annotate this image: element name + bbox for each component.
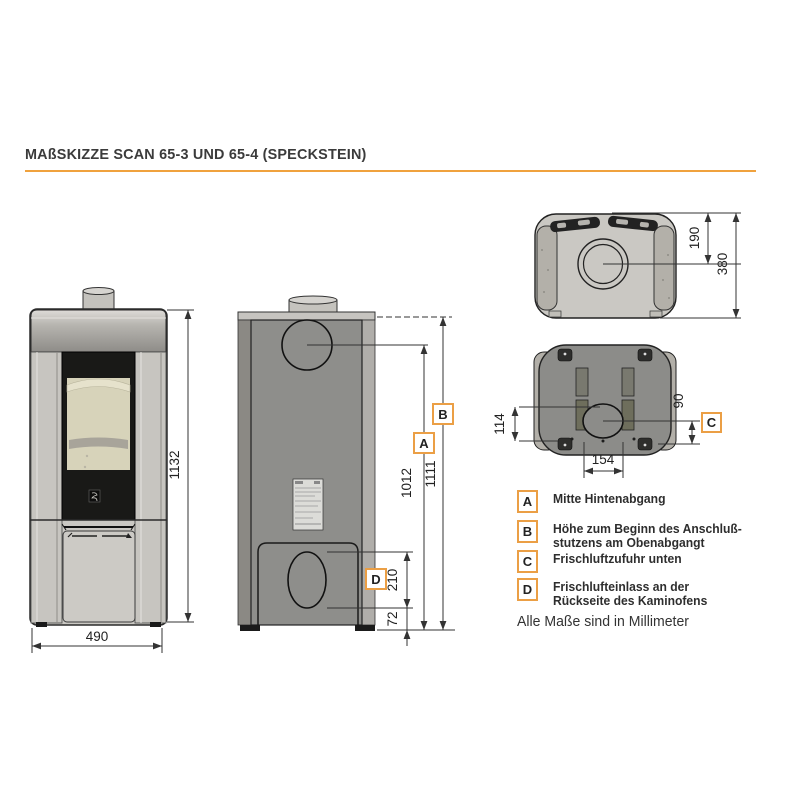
front-view: [29, 287, 168, 627]
marker-d-letter: D: [371, 572, 380, 587]
top-right-tab: [649, 310, 663, 318]
bottom-inlet-width-label: 154: [592, 452, 615, 467]
front-chimney-top: [82, 287, 115, 295]
bottom-base-plate: [538, 344, 672, 456]
units-note: Alle Maße sind in Millimeter: [517, 614, 689, 630]
legend-row-b: B Höhe zum Beginn des Anschluß- stutzens…: [517, 520, 748, 550]
legend-label-d-line1: Frischlufteinlass an der: [553, 580, 690, 594]
top-flue-offset-label: 190: [687, 227, 702, 250]
legend-key-c: C: [517, 550, 538, 573]
marker-d: D: [365, 568, 387, 590]
top-right-pillar: [653, 225, 675, 311]
front-left-handle: [67, 532, 73, 538]
bottom-dimensions: 114 90 154: [492, 393, 700, 478]
rear-a-dimension-label: 1012: [399, 468, 414, 498]
front-top-cap: [30, 309, 167, 353]
rear-left-pillar: [237, 319, 252, 626]
legend-label-b-line2: stutzens am Obenabgangt: [553, 535, 705, 550]
rear-dimensions: 1012 1111 210 72: [307, 316, 455, 646]
top-body: [534, 213, 677, 319]
marker-a-letter: A: [419, 436, 429, 451]
front-height-dimension: 1132: [167, 309, 194, 623]
page-title: MAßSKIZZE SCAN 65-3 UND 65-4 (SPECKSTEIN…: [25, 146, 367, 163]
legend-row-d: D Frischlufteinlass an der Rückseite des…: [517, 578, 712, 608]
top-left-pillar: [536, 225, 558, 311]
front-baffle: [66, 378, 131, 393]
bottom-left-offset-label: 114: [492, 413, 507, 435]
front-firebox-interior: [67, 378, 130, 470]
front-width-dimension: 490: [31, 628, 163, 653]
bottom-corner-brackets: [557, 348, 653, 451]
front-right-foot: [150, 622, 161, 627]
front-width-label: 490: [86, 629, 109, 644]
top-right-vent-slot: [608, 215, 658, 232]
front-height-label: 1132: [167, 450, 182, 479]
rear-d-dimension-label: 210: [385, 569, 400, 592]
marker-b: B: [432, 403, 454, 425]
rear-view: [237, 295, 376, 631]
legend-row-c: C Frischluftzufuhr unten: [517, 550, 686, 573]
legend-label-c: Frischluftzufuhr unten: [553, 552, 682, 566]
bottom-view: [533, 344, 677, 456]
marker-a: A: [413, 432, 435, 454]
front-left-foot: [36, 622, 47, 627]
rear-right-foot: [355, 625, 375, 631]
top-dimensions: 190 380: [603, 212, 741, 319]
front-bottom-door: [62, 530, 136, 623]
legend-row-a: A Mitte Hintenabgang: [517, 490, 669, 513]
legend-label-b-line1: Höhe zum Beginn des Anschluß-: [553, 522, 742, 536]
rear-left-foot: [240, 625, 260, 631]
top-left-tab: [548, 310, 562, 318]
bottom-inlet-offset-label: 90: [671, 393, 686, 408]
rear-rating-sticker: [292, 478, 324, 531]
marker-b-letter: B: [438, 407, 447, 422]
marker-c: C: [701, 412, 722, 433]
rear-bottom-offset-label: 72: [385, 611, 400, 626]
legend-label-d-line2: Rückseite des Kaminofens: [553, 593, 708, 608]
rear-bottom-panel-outline: [257, 542, 359, 625]
top-view: [534, 213, 677, 319]
legend-key-a: A: [517, 490, 538, 513]
rear-b-dimension-label: 1111: [423, 460, 438, 487]
marker-c-letter: C: [707, 415, 717, 430]
legend-key-d: D: [517, 578, 538, 601]
front-interior-band: [69, 437, 128, 449]
rear-chimney-top: [288, 295, 338, 305]
legend-key-b: B: [517, 520, 538, 543]
legend-label-a: Mitte Hintenabgang: [553, 492, 666, 506]
rear-air-inlet: [287, 551, 327, 609]
rear-top-strip: [237, 311, 376, 321]
title-accent-rule: [25, 170, 756, 172]
top-left-vent-slot: [550, 216, 600, 233]
top-depth-label: 380: [715, 253, 730, 276]
